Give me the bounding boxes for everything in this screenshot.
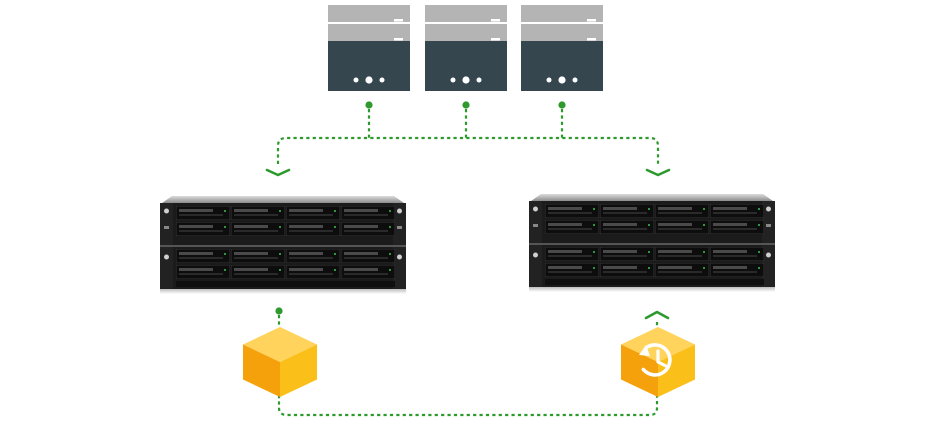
restore-cube [621,327,695,397]
host-server-icon [328,5,410,91]
history-clock-icon [639,343,672,377]
rackstation-icon [160,196,406,294]
arrow-up-icon [644,310,670,320]
host-server-icon [425,5,507,91]
storage-rack-source [160,196,406,294]
rackstation-icon [529,194,775,292]
package-cube-icon [243,327,317,397]
host-server-icon [521,5,603,91]
storage-rack-destination [529,194,775,292]
host-to-storage-connectors [265,101,671,177]
arrow-down-icon [645,168,671,177]
replication-connector [275,307,670,417]
package-cube [243,327,317,397]
host-server-3 [521,5,603,91]
host-server-1 [328,5,410,91]
arrow-down-icon [265,168,291,177]
host-server-2 [425,5,507,91]
